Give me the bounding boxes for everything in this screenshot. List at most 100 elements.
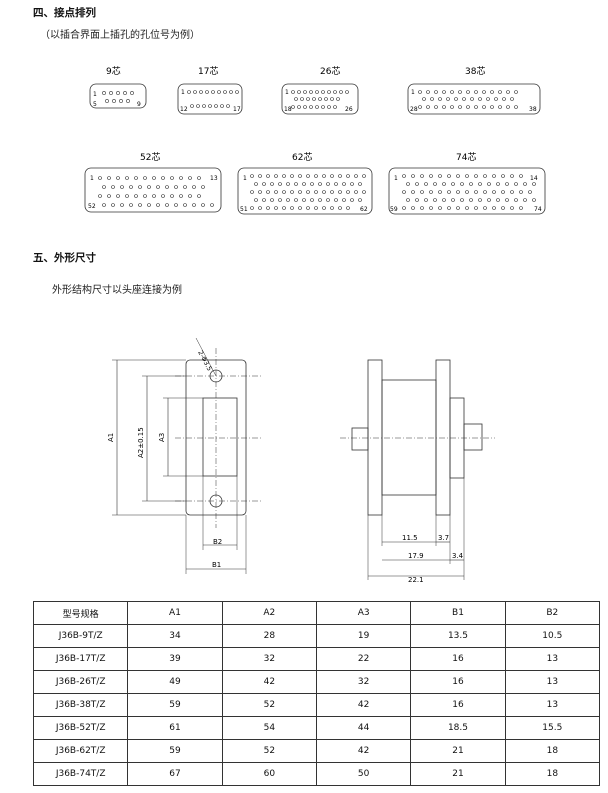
- svg-text:74: 74: [534, 206, 542, 213]
- table-cell: 60: [221, 762, 317, 786]
- svg-text:28: 28: [410, 106, 418, 113]
- dim-B1: B1: [212, 561, 221, 569]
- table-cell: 52: [221, 693, 317, 717]
- dim-A2: A2±0.15: [137, 427, 145, 458]
- svg-text:14: 14: [530, 175, 538, 182]
- table-cell: 67: [127, 762, 223, 786]
- svg-text:52: 52: [88, 203, 96, 210]
- table-cell: J36B-62T/Z: [32, 739, 129, 763]
- table-cell: 15.5: [504, 716, 601, 740]
- table-cell: 16: [410, 647, 506, 671]
- svg-text:5: 5: [93, 101, 97, 108]
- table-cell: 59: [127, 693, 223, 717]
- table-cell: 16: [410, 670, 506, 694]
- dim-A3: A3: [158, 433, 166, 442]
- outline-dimension-drawing: 2-Φ3.5 A1 A2±0.15 A3 B2 B1 11.5 3.7 17.9…: [107, 337, 495, 584]
- side-view-flange-left: [367, 359, 383, 516]
- connector-17: 17芯 1 12 17: [177, 65, 243, 115]
- svg-text:26: 26: [345, 106, 353, 113]
- table-cell: 61: [127, 716, 223, 740]
- table-cell: 32: [221, 647, 317, 671]
- dim-A1: A1: [107, 433, 115, 442]
- connector-label: 52芯: [140, 151, 160, 163]
- section4-title: 四、接点排列: [33, 7, 96, 19]
- table-cell: 59: [127, 739, 223, 763]
- svg-text:59: 59: [390, 206, 398, 213]
- connector-label: 9芯: [106, 65, 121, 77]
- table-header: 型号规格: [32, 601, 129, 625]
- dim-3-4: 3.4: [452, 552, 464, 560]
- table-header: A1: [127, 601, 223, 625]
- table-cell: 16: [410, 693, 506, 717]
- table-header: A2: [221, 601, 317, 625]
- table-header-row: 型号规格 A1 A2 A3 B1 B2: [32, 601, 601, 625]
- svg-text:1: 1: [243, 175, 247, 182]
- dim-3-7: 3.7: [438, 534, 449, 542]
- svg-text:1: 1: [411, 89, 415, 96]
- svg-text:1: 1: [285, 89, 289, 96]
- section5-note: 外形结构尺寸以头座连接为例: [52, 285, 182, 296]
- svg-text:1: 1: [394, 175, 398, 182]
- table-cell: 18: [504, 762, 601, 786]
- table-cell: 34: [127, 624, 223, 648]
- svg-text:1: 1: [181, 89, 185, 96]
- table-cell: 13.5: [410, 624, 506, 648]
- svg-text:38: 38: [529, 106, 537, 113]
- table-header: B1: [410, 601, 506, 625]
- svg-text:17: 17: [233, 106, 241, 113]
- table-cell: 18: [504, 739, 601, 763]
- table-cell: 50: [315, 762, 412, 786]
- table-cell: 13: [504, 647, 601, 671]
- connector-38: 38芯 1 28 38: [407, 65, 541, 115]
- svg-text:51: 51: [240, 206, 248, 213]
- svg-text:18: 18: [284, 106, 292, 113]
- svg-text:1: 1: [90, 175, 94, 182]
- connector-52: 52芯 1 13 52: [84, 151, 222, 213]
- dim-11-5: 11.5: [402, 534, 418, 542]
- table-cell: 42: [315, 693, 412, 717]
- table-cell: J36B-74T/Z: [32, 762, 129, 786]
- connector-label: 17芯: [198, 65, 218, 77]
- table-cell: J36B-17T/Z: [32, 647, 129, 671]
- svg-text:62: 62: [360, 206, 368, 213]
- table-cell: 13: [504, 693, 601, 717]
- table-cell: 13: [504, 670, 601, 694]
- table-cell: 42: [315, 739, 412, 763]
- connector-26: 26芯 1 18 26: [281, 65, 359, 115]
- table-cell: 44: [315, 716, 412, 740]
- table-header: A3: [315, 601, 412, 625]
- dim-17-9: 17.9: [408, 552, 424, 560]
- table-cell: 54: [221, 716, 317, 740]
- table-cell: 21: [410, 762, 506, 786]
- connector-74: 74芯 1 14 59 74: [388, 151, 546, 215]
- connector-62: 62芯 1 51 62: [237, 151, 373, 215]
- connector-label: 38芯: [465, 65, 485, 77]
- table-cell: 42: [221, 670, 317, 694]
- svg-text:12: 12: [180, 106, 188, 113]
- connector-9: 9芯 1 5 9: [89, 65, 147, 109]
- connector-label: 74芯: [456, 151, 476, 163]
- table-cell: 49: [127, 670, 223, 694]
- table-cell: 21: [410, 739, 506, 763]
- table-cell: J36B-26T/Z: [32, 670, 129, 694]
- connector-label: 62芯: [292, 151, 312, 163]
- side-view-flange-right: [435, 359, 451, 516]
- table-cell: 19: [315, 624, 412, 648]
- front-view-opening: [202, 397, 238, 477]
- table-cell: J36B-9T/Z: [32, 624, 129, 648]
- svg-text:13: 13: [210, 175, 218, 182]
- table-cell: 22: [315, 647, 412, 671]
- table-cell: J36B-38T/Z: [32, 693, 129, 717]
- table-cell: 18.5: [410, 716, 506, 740]
- dim-B2: B2: [213, 538, 222, 546]
- svg-text:1: 1: [93, 91, 97, 98]
- side-view-body: [381, 379, 437, 496]
- table-cell: 52: [221, 739, 317, 763]
